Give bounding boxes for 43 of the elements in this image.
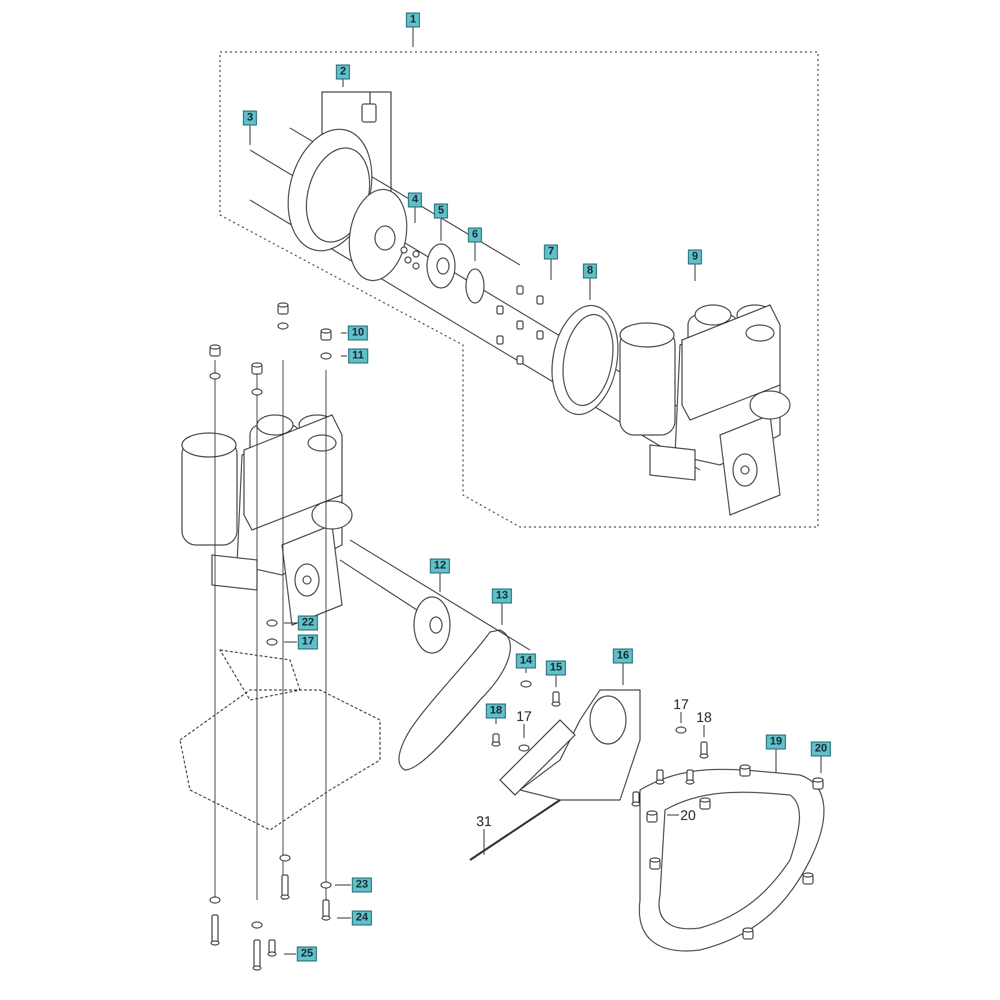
- callout-number: 17: [298, 634, 318, 650]
- callout-number: 4: [408, 192, 422, 208]
- callout-number: 18: [695, 710, 713, 724]
- callout-number: 17: [672, 697, 690, 711]
- callout-number: 20: [810, 742, 832, 756]
- callout-number: 17: [515, 709, 533, 723]
- leader-line: [414, 206, 416, 224]
- callout-number: 24: [352, 910, 372, 926]
- leader-line: [694, 264, 696, 282]
- leader-line: [550, 258, 552, 280]
- callout-number: 16: [612, 648, 634, 664]
- callout-number: 8: [582, 264, 598, 278]
- callout-number: 2: [336, 64, 350, 80]
- leader-line: [622, 662, 624, 686]
- leader-line: [340, 332, 348, 334]
- leader-line: [474, 242, 476, 262]
- leader-line: [412, 26, 414, 48]
- leader-line: [334, 884, 352, 886]
- callout-number: 10: [348, 326, 368, 340]
- callout-number: 13: [492, 588, 512, 604]
- callout-number: 11: [348, 348, 368, 364]
- callout-number: 14: [516, 654, 536, 668]
- callout-number: 15: [546, 660, 566, 676]
- leader-line: [440, 218, 442, 242]
- callout-number: 20: [679, 808, 697, 822]
- callout-number: 25: [296, 946, 318, 962]
- callout-number: 31: [475, 814, 493, 828]
- leader-line: [680, 712, 682, 724]
- callout-number: 1: [406, 12, 420, 28]
- leader-line: [820, 756, 822, 774]
- callout-number: 6: [468, 228, 482, 242]
- leader-line: [342, 78, 344, 88]
- callout-number: 23: [352, 878, 372, 892]
- callout-number: 22: [298, 616, 318, 630]
- leader-line: [666, 814, 680, 816]
- callout-number: 18: [486, 704, 506, 718]
- callout-number: 9: [688, 250, 702, 264]
- callout-number: 5: [434, 204, 448, 218]
- callout-number: 12: [430, 558, 450, 574]
- callout-number: 7: [544, 244, 558, 260]
- callout-number: 19: [766, 734, 786, 750]
- leader-line: [284, 622, 298, 624]
- callout-number: 3: [242, 110, 258, 126]
